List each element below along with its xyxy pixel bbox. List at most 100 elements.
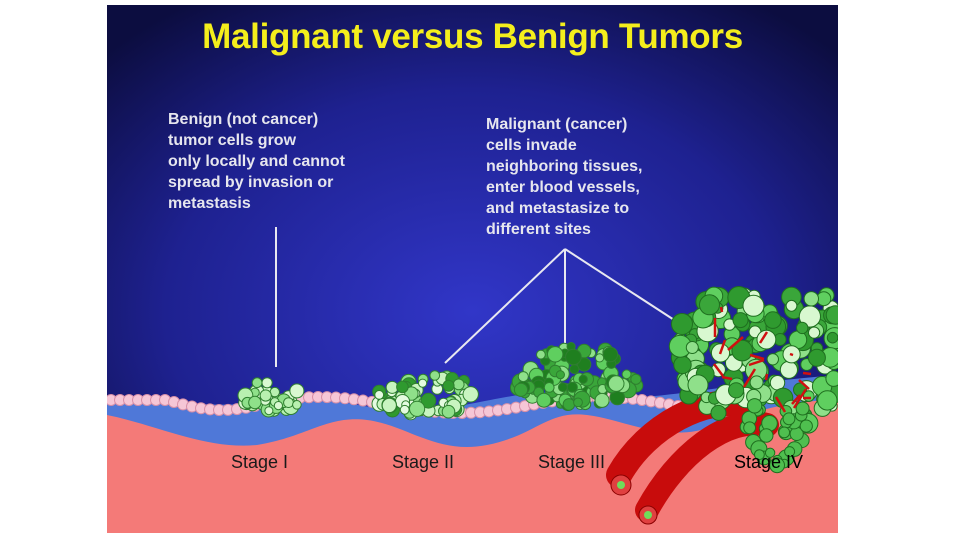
tumor-capillary: [764, 373, 769, 381]
benign-line: tumor cells grow: [168, 132, 297, 149]
stage-iii-tumor-cell: [569, 364, 580, 375]
tumor-capillary: [748, 358, 765, 367]
malignant-pointer-line: [444, 248, 566, 364]
benign-line: metastasis: [168, 195, 251, 212]
stage-ii-label: Stage II: [392, 452, 455, 472]
stage-ii-tumor-cell: [420, 392, 437, 409]
stage-ii-tumor-cell: [399, 404, 410, 415]
stage-i-tumor-cell: [289, 383, 305, 399]
benign-line: spread by invasion or: [168, 174, 334, 191]
stage-iv-tumor-cell: [766, 353, 779, 366]
stage-iii-tumor-cell: [607, 375, 625, 392]
stage-iv-tumor-cell: [825, 370, 838, 387]
benign-line: only locally and cannot: [168, 153, 345, 170]
stage-iii-tumor-cell: [578, 374, 588, 384]
stage-iv-tumor-cell: [759, 428, 774, 443]
stage-iii-tumor-cell: [517, 371, 529, 383]
stage-iii-tumor-cell: [555, 370, 565, 380]
stage-iii-tumor-cell: [566, 381, 578, 393]
stage-i-tumor-cell: [283, 397, 294, 409]
malignant-line: and metastasize to: [486, 200, 630, 217]
tumor-capillary: [721, 375, 733, 381]
stage-iv-tumor-cell: [825, 305, 838, 325]
stage-ii-tumor-cell: [429, 370, 441, 381]
tumor-illustration: [107, 5, 838, 533]
stage-ii-tumor-cell: [452, 378, 465, 391]
stage-iv-tumor-cell: [746, 398, 763, 414]
tumor-capillary: [719, 306, 724, 313]
stage-iv-tumor-cell: [742, 294, 765, 317]
stage-iv-tumor-cell: [710, 404, 727, 421]
stage-iv-tumor-cell: [749, 375, 764, 390]
vessel-tumor-cell: [617, 481, 625, 489]
malignant-line: neighboring tissues,: [486, 158, 643, 175]
stage-iv-tumor-cell: [743, 421, 756, 435]
stage-iii-tumor-cell: [562, 398, 576, 411]
stage-iv-tumor-cell: [671, 313, 693, 335]
stage-iii-tumor-cell: [602, 346, 619, 363]
stage-iv-tumor-cell: [784, 446, 796, 458]
stage-iv-tumor-cell: [764, 447, 776, 458]
stage-iv-tumor-cell: [728, 382, 745, 399]
stage-ii-tumor-cell: [396, 380, 409, 394]
stage-iv-tumor: [668, 286, 838, 474]
slide-title: Malignant versus Benign Tumors: [202, 17, 743, 56]
stage-ii-tumor-cell: [409, 400, 426, 417]
stage-iv-tumor-cell: [785, 299, 798, 312]
malignant-pointer-line: [564, 248, 686, 328]
stage-ii-tumor-cell: [381, 397, 397, 413]
stage-iv-tumor-cell: [796, 321, 809, 335]
tumor-capillary: [713, 363, 724, 377]
pointer-lines: [275, 227, 686, 367]
stage-iv-tumor-cell: [799, 419, 813, 433]
tumor-capillary: [749, 353, 765, 361]
stage-ii-tumor-cell: [441, 404, 456, 419]
benign-description: Benign (not cancer) tumor cells grow onl…: [168, 109, 345, 214]
cell-layer: [107, 342, 747, 421]
tumor-capillary: [802, 371, 812, 376]
stage-ii-tumor-cell: [442, 379, 455, 392]
stage-i-tumor-cell: [259, 389, 272, 402]
tumor-capillary: [791, 394, 801, 405]
stage-i-tumor-cell: [261, 377, 273, 389]
tumor-capillary: [758, 331, 769, 344]
stage-i-tumor-cell: [273, 401, 283, 411]
stage-iii-tumor-cell: [547, 346, 564, 363]
stage-iii-tumor-cell: [543, 382, 555, 393]
stage-iv-tumor-cell: [756, 329, 777, 350]
stage-i-tumor-cell: [248, 395, 262, 410]
stage-iv-tumor-cell: [803, 291, 819, 307]
diagram-slide: Malignant versus Benign Tumors Benign (n…: [107, 5, 838, 533]
stage-iv-tumor-cell: [754, 449, 765, 461]
stage-iii-tumor-cell: [573, 397, 583, 408]
stage-iii-label: Stage III: [538, 452, 606, 472]
stage-ii-tumor-cell: [418, 378, 428, 388]
tumor-capillary: [718, 339, 727, 355]
stage-iv-tumor-cell: [778, 426, 791, 439]
stage-iii-tumor-cell: [536, 392, 552, 408]
stage-iv-tumor-cell: [769, 457, 785, 474]
stage-ii-tumor-cell: [374, 390, 385, 400]
stage-iv-tumor-cell: [764, 311, 782, 329]
stage-iv-tumor-cell: [782, 412, 796, 426]
tumor-capillary: [789, 352, 794, 357]
stage-iv-tumor-cell: [779, 360, 799, 379]
stage-iii-tumor-cell: [536, 349, 546, 360]
benign-line: Benign (not cancer): [168, 111, 319, 128]
stage-i-tumor-cell: [264, 406, 274, 416]
stage-iv-tumor-cell: [699, 294, 720, 316]
tumor-capillary: [774, 396, 787, 413]
stage-iii-tumor-cell: [621, 369, 632, 380]
stage-i-label: Stage I: [231, 452, 289, 472]
stage-i-tumor-cell: [251, 377, 263, 389]
stage-iv-tumor-cell: [807, 348, 826, 367]
stage-iii-tumor-cell: [630, 373, 642, 385]
stage-iv-tumor-cell: [731, 339, 754, 362]
stage-iv-tumor-cell: [826, 331, 838, 344]
vessel-tumor-cell: [644, 511, 652, 519]
tumor-capillary: [727, 336, 744, 351]
malignant-line: enter blood vessels,: [486, 179, 640, 196]
malignant-line: cells invade: [486, 137, 577, 154]
stage-iv-tumor-cell: [817, 390, 838, 411]
stage-iii-tumor-cell: [513, 382, 529, 397]
